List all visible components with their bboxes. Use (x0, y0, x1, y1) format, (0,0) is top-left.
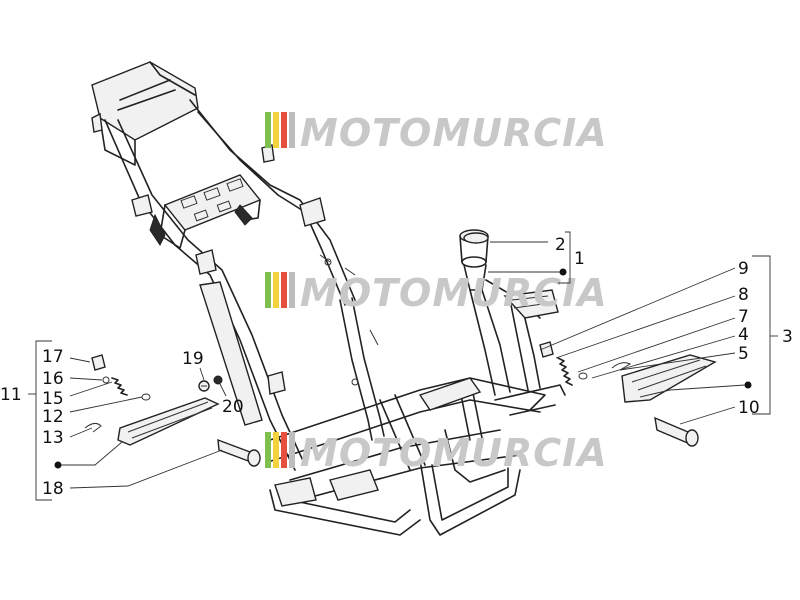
part-pivot-pin-left (217, 438, 261, 467)
callout-label-16: 16 (42, 369, 64, 389)
callout-label-3: 3 (782, 327, 793, 347)
part-washer-right (578, 372, 588, 380)
watermark-text-middle: MOTOMURCIA (300, 271, 608, 315)
callout-label-1: 1 (574, 249, 585, 269)
callout-dot-11 (54, 461, 62, 469)
callout-label-13: 13 (42, 428, 64, 448)
part-pivot-pin-right (654, 416, 699, 447)
callout-label-5: 5 (738, 344, 749, 364)
callout-label-18: 18 (42, 479, 64, 499)
callout-label-19: 19 (182, 349, 204, 369)
callout-label-4: 4 (738, 325, 749, 345)
watermark-bottom: MOTOMURCIA (265, 431, 608, 475)
callout-label-10: 10 (738, 398, 760, 418)
callout-label-17: 17 (42, 347, 64, 367)
part-split-pin-left (84, 422, 102, 433)
callout-group-1 (488, 231, 571, 284)
leader-20 (219, 383, 227, 397)
callout-label-2: 2 (555, 235, 566, 255)
part-steering-tube (463, 232, 489, 244)
watermark-text-top: MOTOMURCIA (300, 111, 608, 155)
callout-label-9: 9 (738, 259, 749, 279)
part-spring-left (111, 377, 128, 396)
watermark-top: MOTOMURCIA (265, 111, 608, 155)
part-screw-19 (198, 380, 210, 392)
callout-label-15: 15 (42, 389, 64, 409)
callout-label-7: 7 (738, 307, 749, 327)
callout-group-11 (28, 340, 223, 501)
callout-label-12: 12 (42, 407, 64, 427)
scooter-frame (91, 61, 566, 536)
watermark-text-bottom: MOTOMURCIA (300, 431, 608, 475)
part-spring-right (557, 357, 573, 386)
callout-group-3 (539, 255, 778, 425)
part-washer-left (141, 393, 151, 401)
callout-label-20: 20 (222, 397, 244, 417)
callout-dot-3 (744, 381, 752, 389)
part-clip-nut-left (91, 354, 106, 371)
part-nut-20 (213, 375, 223, 385)
right-footrest (621, 354, 717, 403)
part-split-pin-right (611, 362, 632, 371)
part-ball-left (102, 376, 110, 384)
callout-label-8: 8 (738, 285, 749, 305)
callout-label-11: 11 (0, 385, 22, 405)
watermark-middle: MOTOMURCIA (265, 271, 608, 315)
leader-19 (199, 367, 205, 381)
callout-dot-1 (559, 268, 567, 276)
left-footrest (117, 397, 220, 446)
